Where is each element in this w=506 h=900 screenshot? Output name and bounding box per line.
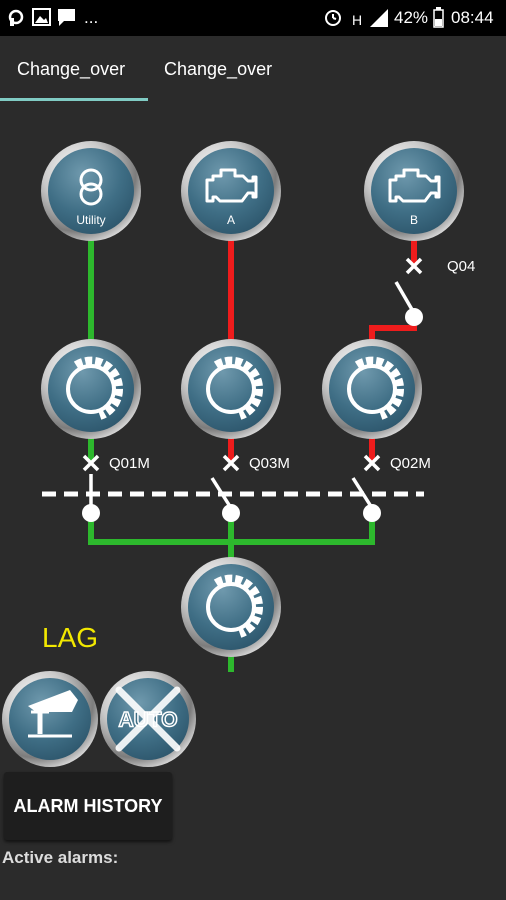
notification-icon [8,9,24,26]
engine-icon [388,168,441,203]
dial-load[interactable] [181,557,281,657]
svg-text:H: H [352,12,362,28]
manual-mode-button[interactable] [2,671,98,767]
clock: 08:44 [451,8,494,27]
status-bar: H ... 42% 08:44 [0,0,506,36]
active-alarms-label: Active alarms: [2,848,119,867]
crane-icon [28,690,78,738]
operating-mode-status: LAG [42,622,99,653]
auto-mode-button[interactable]: AUTO [100,671,196,767]
transformer-icon [79,168,103,206]
dial-q01m[interactable] [41,339,141,439]
q04-label: Q04 [447,258,475,275]
q03m-label: Q03M [249,455,290,472]
breaker-q02m[interactable] [351,454,381,522]
more-notifications: ... [84,8,99,27]
alarm-history-button[interactable]: ALARM HISTORY [4,772,172,840]
dial-q02m[interactable] [322,339,422,439]
data-icon: H [352,12,362,28]
engine-icon [205,168,258,203]
status-icons: H [8,7,444,28]
tab-change-over-1[interactable]: Change_over [17,59,126,79]
breaker-q01m[interactable] [82,454,100,522]
gauge-icon [347,356,405,420]
gauge-icon [206,356,264,420]
dial-q03m[interactable] [181,339,281,439]
utility-source-button[interactable]: Utility [41,141,141,241]
battery-percent: 42% [394,8,429,27]
utility-label: Utility [76,213,105,227]
tab-bar: Change_over Change_over [0,36,506,102]
q02m-label: Q02M [390,455,431,472]
breaker-q04[interactable] [394,257,423,326]
signal-icon [370,9,388,27]
tab-active-indicator [0,98,148,101]
q01m-label: Q01M [109,455,150,472]
auto-disabled-cross-icon [115,686,181,752]
gauge-icon [66,356,124,420]
breaker-q03m[interactable] [210,454,240,522]
tab-change-over-2[interactable]: Change_over [164,59,273,79]
generator-a-button[interactable]: A [181,141,281,241]
generator-b-button[interactable]: B [364,141,464,241]
generator-b-label: B [410,213,418,227]
image-icon [32,8,51,26]
alarm-clock-icon [325,10,341,26]
message-icon [58,9,75,26]
generator-a-label: A [227,213,235,227]
battery-icon [433,7,444,28]
gauge-icon [206,574,264,638]
